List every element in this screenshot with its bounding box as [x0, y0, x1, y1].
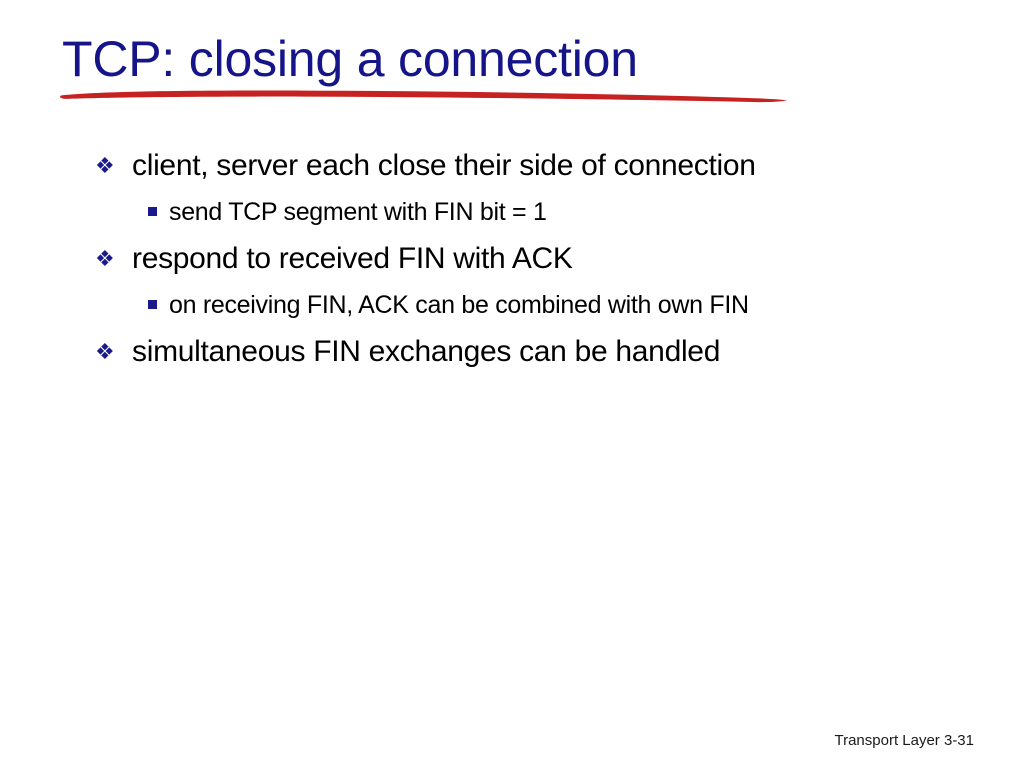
slide-footer: Transport Layer 3-31 [834, 732, 974, 749]
diamond-bullet-icon: ❖ [95, 339, 115, 364]
diamond-bullet-icon: ❖ [95, 153, 115, 178]
page-title: TCP: closing a connection [62, 31, 638, 87]
list-item: ❖ client, server each close their side o… [0, 148, 1024, 196]
slide-title-block: TCP: closing a connection [0, 0, 1024, 120]
bullet-list: ❖ client, server each close their side o… [0, 148, 1024, 382]
list-item-label: on receiving FIN, ACK can be combined wi… [169, 291, 749, 319]
list-item-label: client, server each close their side of … [132, 149, 756, 182]
list-item: send TCP segment with FIN bit = 1 [0, 196, 1024, 241]
list-item: ❖ respond to received FIN with ACK [0, 241, 1024, 289]
list-item-label: simultaneous FIN exchanges can be handle… [132, 335, 721, 368]
square-bullet-icon [148, 300, 157, 309]
square-bullet-icon [148, 207, 157, 216]
list-item: on receiving FIN, ACK can be combined wi… [0, 289, 1024, 334]
list-item-label: send TCP segment with FIN bit = 1 [169, 198, 547, 226]
diamond-bullet-icon: ❖ [95, 246, 115, 271]
list-item: ❖ simultaneous FIN exchanges can be hand… [0, 334, 1024, 382]
list-item-label: respond to received FIN with ACK [132, 242, 573, 275]
